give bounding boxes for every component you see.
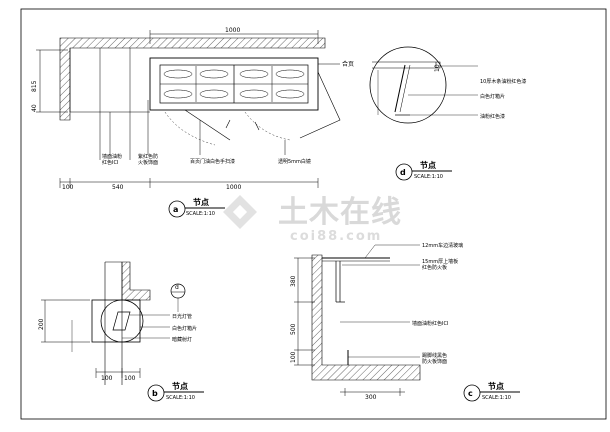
dim-bottom-mid: 540 — [112, 184, 124, 191]
detail-a-scale: SCALE:1:10 — [186, 211, 215, 217]
detail-b: d 日光灯管 白色灯箱片 暗藏射灯 200 100 100 b 节点 SCALE… — [38, 261, 204, 402]
label-wood-strip: 10厚木条油粉红色漆 — [480, 78, 526, 85]
label-lightbox-panel: 白色灯箱片 — [480, 93, 505, 100]
dim-top: 1000 — [225, 27, 240, 34]
detail-b-name: 节点 — [172, 381, 188, 391]
label-fluorescent-tube: 日光灯管 — [172, 313, 192, 320]
detail-c-dim-1: 380 — [290, 275, 297, 287]
detail-b-dim-left: 200 — [38, 318, 45, 330]
detail-b-dim-bottom-right: 100 — [124, 375, 136, 382]
louver-pattern — [163, 66, 305, 102]
dim-bottom-left: 100 — [62, 184, 74, 191]
door-swing-right — [299, 71, 341, 139]
detail-b-id: b — [152, 389, 158, 398]
detail-c-dim-2: 500 — [290, 323, 297, 335]
detail-d: 10 10厚木条油粉红色漆 白色灯箱片 油粉红色漆 d 节点 SCALE:1:1… — [369, 46, 526, 181]
detail-a-name: 节点 — [193, 197, 209, 207]
detail-b-dim-bottom-left: 100 — [101, 375, 113, 382]
label-c-wall-paint: 墙面油粉红色ICI — [412, 320, 448, 327]
detail-b-scale: SCALE:1:10 — [166, 395, 195, 401]
dim-left-2: 40 — [31, 104, 38, 112]
label-glass: 透明5mm白镜 — [278, 158, 311, 165]
label-c-baseboard: 踢脚线黑色防火板饰面 — [422, 352, 447, 365]
detail-c-dim-bottom: 300 — [365, 394, 377, 401]
detail-d-name: 节点 — [420, 160, 436, 170]
detail-a-id: a — [173, 205, 178, 214]
label-louver-door: 百页门油白色手扫漆 — [190, 158, 235, 165]
label-red-paint: 油粉红色漆 — [480, 113, 505, 120]
detail-d-scale: SCALE:1:10 — [414, 174, 443, 180]
detail-a: 1000 815 40 合页 墙面油粉 — [31, 27, 354, 218]
watermark-subtext: coi88.com — [290, 229, 382, 244]
detail-b-title: b 节点 SCALE:1:10 — [147, 381, 204, 402]
cabinet-frame — [149, 57, 319, 111]
detail-c-title: c 节点 SCALE:1:10 — [463, 381, 520, 402]
detail-c-scale: SCALE:1:10 — [482, 395, 511, 401]
detail-c-dim-3: 100 — [290, 351, 297, 363]
label-wall-paint: 墙面油粉红色ICI — [102, 153, 122, 166]
detail-c-name: 节点 — [488, 381, 504, 391]
lightbox — [91, 299, 141, 343]
detail-c-id: c — [468, 389, 473, 398]
watermark: 土木在线 coi88.com — [223, 195, 402, 244]
label-b-panel: 白色灯箱片 — [172, 325, 197, 332]
label-c-glass: 12mm车边清玻璃 — [422, 242, 463, 249]
detail-b-marker: d — [175, 284, 179, 291]
door-swing-left — [184, 109, 231, 141]
wall-hatch-c — [311, 254, 421, 381]
label-hinge: 合页 — [342, 60, 354, 68]
detail-d-title: d 节点 SCALE:1:10 — [395, 160, 452, 181]
detail-a-title: a 节点 SCALE:1:10 — [168, 197, 225, 218]
detail-c: 12mm车边清玻璃 15mm厚上墙板红色防火板 墙面油粉红色ICI 踢脚线黑色防… — [290, 242, 520, 402]
watermark-text: 土木在线 — [278, 195, 402, 230]
label-fire-board: 紫红色防火板饰面 — [138, 153, 158, 166]
watermark-logo-icon — [223, 195, 257, 229]
label-spotlight: 暗藏射灯 — [172, 336, 192, 343]
sheet-border — [20, 8, 607, 420]
dim-bottom-right: 1000 — [226, 184, 241, 191]
wall-hatch-b — [105, 261, 151, 301]
dim-left: 815 — [31, 80, 38, 92]
label-c-board: 15mm厚上墙板红色防火板 — [422, 258, 458, 271]
detail-d-circle — [369, 46, 447, 124]
detail-d-dim: 10 — [434, 64, 441, 72]
detail-d-id: d — [400, 168, 406, 177]
